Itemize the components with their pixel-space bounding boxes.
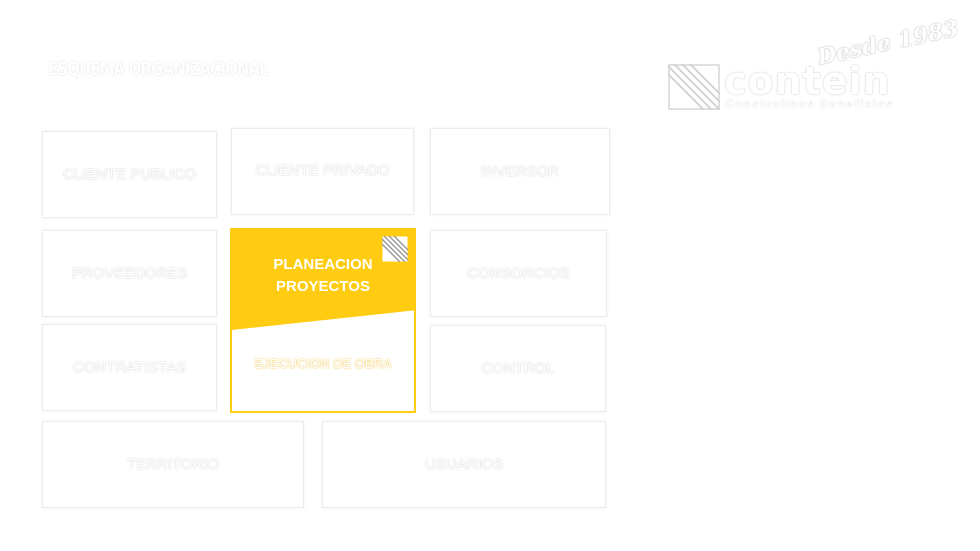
tile-contratistas[interactable]: CONTRATISTAS [42,324,217,411]
stripes-icon [382,236,408,262]
tile-consorcios[interactable]: CONSORCIOS [430,230,607,317]
tile-label: CLIENTE PUBLICO [62,166,197,183]
tile-label: CONTROL [481,360,555,377]
tile-control[interactable]: CONTROL [430,325,606,412]
tile-label: CONTRATISTAS [72,359,187,376]
tile-label: TERRITORIO [126,456,220,473]
tile-inversor[interactable]: INVERSOR [430,128,610,215]
tile-cliente-publico[interactable]: CLIENTE PUBLICO [42,131,217,218]
logo-tagline: Construimos Beneficios [726,99,894,110]
tile-cliente-privado[interactable]: CLIENTE PRIVADO [231,128,414,215]
page-title: ESQUEMA ORGANIZACIONAL [48,58,269,80]
tile-label: CONSORCIOS [467,265,570,282]
tile-planeacion-proyectos[interactable]: PLANEACION PROYECTOS EJECUCION DE OBRA [230,228,416,413]
ejecucion-de-obra-label[interactable]: EJECUCION DE OBRA [254,356,392,371]
tile-label: INVERSOR [480,163,560,180]
logo-stripes-icon [668,64,720,110]
tile-label: CLIENTE PRIVADO [255,162,390,179]
tile-territorio[interactable]: TERRITORIO [42,421,304,508]
company-logo: contein Construimos Beneficios Desde 198… [668,15,961,114]
tile-label: PLANEACION PROYECTOS [273,256,373,295]
tile-yellow-fill [232,230,414,330]
logo-wordmark: contein [724,59,891,103]
tile-label: PROVEEDORES [71,265,188,282]
tile-proveedores[interactable]: PROVEEDORES [42,230,217,317]
tile-usuarios[interactable]: USUARIOS [322,421,606,508]
tile-label: USUARIOS [424,456,504,473]
